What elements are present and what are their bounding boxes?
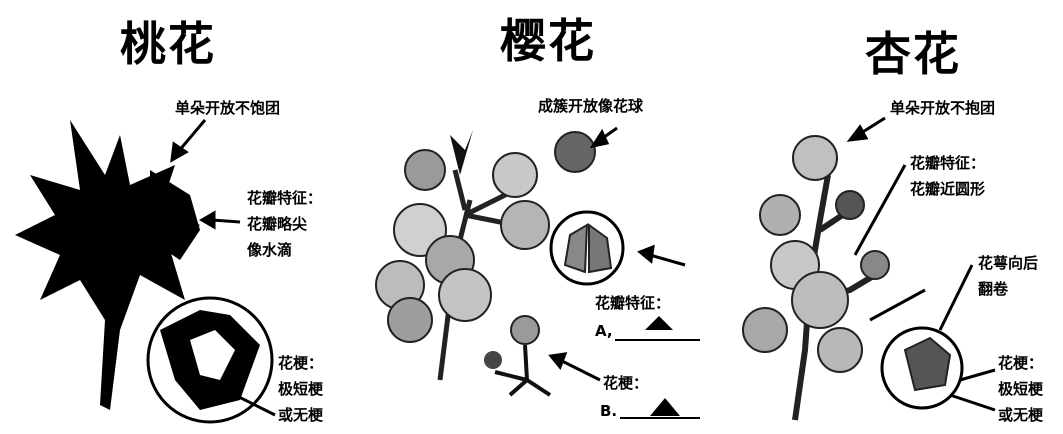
peach-single-label: 单朵开放不饱团 [175,99,281,117]
peach-petal-label-3: 像水滴 [247,241,293,259]
peach-stalk-zoom-circle [146,296,274,424]
cherry-stalk-label: 花梗： [603,374,649,392]
apricot-sepal-label-1: 花萼向后 [978,254,1039,272]
peach-title: 桃花 [120,17,216,71]
cherry-cluster-thumb [554,131,596,173]
apricot-stalk-label-2: 极短梗 [998,380,1044,398]
peach-flower-silhouette [15,120,200,410]
cherry-arrows [548,126,686,382]
apricot-single-label: 单朵开放不抱团 [890,99,996,117]
apricot-arrows [846,116,996,412]
apricot-stalk-label-3: 或无梗 [998,406,1044,424]
cherry-answer-a: A, [595,322,613,340]
cherry-title: 樱花 [500,14,596,68]
apricot-petal-label-1: 花瓣特征： [910,154,986,172]
cherry-panel: 樱花 成簇开放像花球 花瓣特征： A, 花梗： B. [355,0,705,434]
apricot-flowers [742,135,890,373]
cherry-answer-b: B. [600,402,618,420]
cherry-petal-label: 花瓣特征： [595,294,671,312]
apricot-title: 杏花 [865,27,961,81]
cherry-answer-lines [615,316,700,419]
cherry-flower-cluster [375,149,550,343]
apricot-stalk-label-1: 花梗： [998,354,1044,372]
apricot-sepal-label-2: 翻卷 [978,280,1009,298]
peach-arrows [170,119,276,417]
peach-stalk-label-3: 或无梗 [278,406,324,424]
cherry-illustration [375,126,700,419]
peach-stalk-label-2: 极短梗 [278,380,324,398]
peach-illustration [15,119,276,424]
apricot-panel: 杏花 单朵开放不抱团 花瓣特征： 花瓣近圆形 花萼向后 翻卷 花梗： 极短梗 或… [710,0,1063,434]
cherry-bud [450,130,473,175]
peach-petal-label-1: 花瓣特征： [247,189,323,207]
apricot-petal-label-2: 花瓣近圆形 [910,180,986,198]
peach-panel: 桃花 单朵开放不饱团 花瓣特征： 花瓣略尖 像水滴 花梗： 极短梗 或无梗 [0,0,350,434]
cherry-cluster-label: 成簇开放像花球 [538,97,644,115]
apricot-illustration [742,116,996,421]
peach-petal-label-2: 花瓣略尖 [247,215,308,233]
peach-stalk-label-1: 花梗： [278,354,324,372]
